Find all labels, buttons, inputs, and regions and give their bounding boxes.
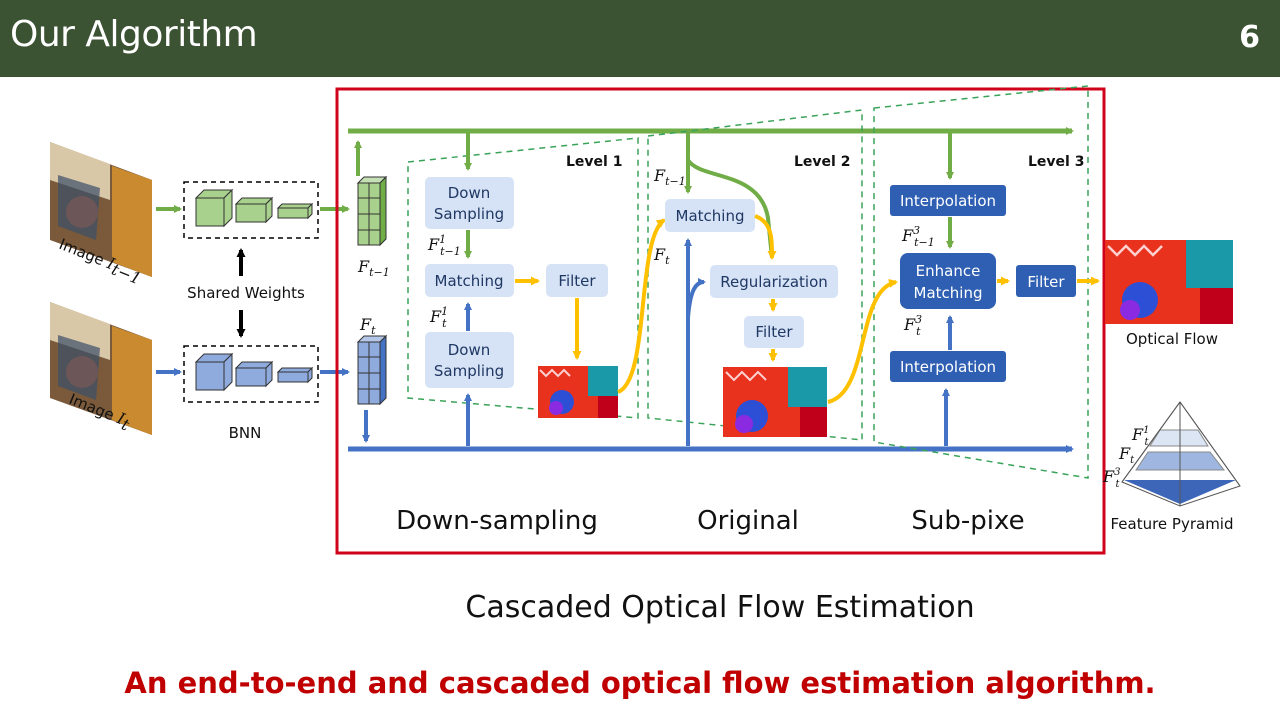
feat-prev-label: Ft−1 — [357, 257, 390, 279]
l2-regularization-label: Regularization — [720, 273, 828, 291]
encoder-bottom-blocks — [194, 352, 314, 392]
shared-weights-label: Shared Weights — [187, 284, 305, 302]
level1-title: Level 1 — [566, 154, 622, 170]
feature-grid-curr — [356, 334, 388, 406]
diagram-caption: Cascaded Optical Flow Estimation — [465, 590, 975, 625]
l3-interp-top-label: Interpolation — [900, 192, 996, 210]
l1-down-sampling-top — [425, 177, 514, 229]
l1-flow-map — [538, 366, 618, 418]
l2-label-prev: Ft−1 — [653, 166, 686, 188]
encoder-bottom-box — [183, 345, 319, 403]
l2-label-curr: Ft — [653, 245, 670, 267]
l1-ds-bottom-line1: Down — [448, 341, 491, 359]
l2-to-l3-arrow — [827, 278, 898, 404]
level1-frame — [407, 137, 639, 419]
cascade-frame — [335, 87, 1106, 555]
level2-title: Level 2 — [794, 154, 850, 170]
l3-enhance-line2: Matching — [914, 284, 983, 302]
l1-filter-label: Filter — [558, 272, 596, 290]
l3-interp-bottom-label: Interpolation — [900, 358, 996, 376]
feat-curr-label: Ft — [359, 315, 376, 337]
level2-frame — [647, 109, 863, 441]
level3-title: Level 3 — [1028, 154, 1084, 170]
l1-matching-label: Matching — [435, 272, 504, 290]
l1-matching — [425, 264, 514, 297]
l3-interpolation-top — [890, 185, 1006, 216]
slide-number: 6 — [1239, 20, 1260, 55]
l1-ds-bottom-line2: Sampling — [434, 362, 504, 380]
summary-text: An end-to-end and cascaded optical flow … — [124, 666, 1156, 700]
feature-pyramid-label: Feature Pyramid — [1110, 515, 1233, 533]
l1-ds-top-line2: Sampling — [434, 205, 504, 223]
l1-down-sampling-bottom — [425, 332, 514, 388]
optical-flow-output — [1105, 240, 1233, 324]
level3-frame — [873, 85, 1089, 479]
l3-filter — [1016, 265, 1076, 297]
l2-regularization — [710, 265, 838, 298]
l1-ds-top-line1: Down — [448, 184, 491, 202]
l1-filter — [546, 264, 608, 297]
l2-matching — [665, 199, 755, 232]
optical-flow-label: Optical Flow — [1126, 330, 1218, 348]
encoder-top-blocks — [194, 188, 314, 228]
stage-original: Original — [697, 506, 799, 536]
l1-to-l2-arrow — [616, 218, 666, 394]
l2-green-branch — [686, 158, 774, 259]
l2-filter-label: Filter — [755, 323, 793, 341]
stage-sub-pixel: Sub-pixe — [911, 506, 1024, 536]
encoder-top-box — [183, 181, 319, 239]
image-curr-thumbnail — [50, 302, 152, 435]
title-bar: Our Algorithm 6 — [0, 0, 1280, 77]
l3-interpolation-bottom — [890, 351, 1006, 382]
l2-filter — [744, 316, 804, 348]
image-prev-thumbnail — [50, 142, 152, 277]
l3-filter-label: Filter — [1027, 273, 1065, 291]
pyramid-label-2: Ft — [1118, 444, 1135, 466]
l2-flow-map — [723, 367, 827, 437]
stage-down-sampling: Down-sampling — [396, 506, 598, 536]
l2-matching-label: Matching — [676, 207, 745, 225]
bnn-label: BNN — [229, 424, 262, 442]
feature-pyramid-graphic — [1121, 401, 1241, 507]
l3-enhance-matching — [900, 253, 996, 309]
l2-blue-branch — [686, 278, 706, 319]
slide-title: Our Algorithm — [10, 14, 258, 55]
l3-enhance-line1: Enhance — [916, 262, 981, 280]
feature-grid-prev — [356, 175, 388, 247]
l2-arrow-match-to-reg — [754, 214, 777, 260]
